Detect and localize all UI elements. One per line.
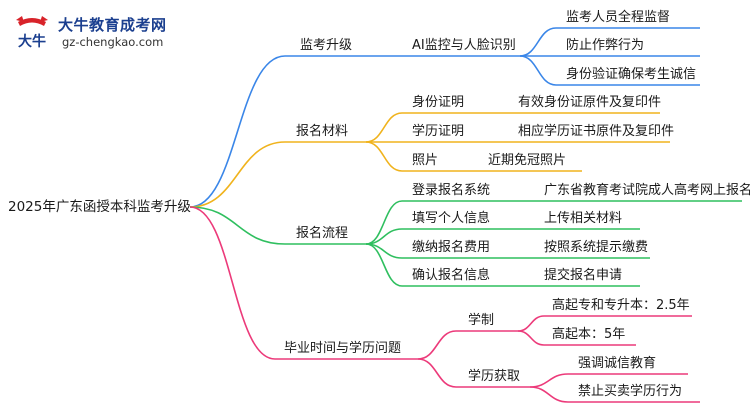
branch-3-sub-1-label: 登录报名系统 [412,183,491,198]
branch-2-sub-2-label: 学历证明 [412,124,465,139]
branch-3-sub-1-link [365,200,403,245]
root-node-label: 2025年广东函授本科监考升级 [8,199,191,215]
branch-1-leaf-1-link [519,27,557,57]
branch-4-leaf-1-label: 高起专和专升本：2.5年 [552,298,690,313]
logo-mark-icon: 大牛 [16,16,48,50]
branch-4-leaf-3-label: 强调诚信教育 [578,356,657,371]
branch-2-label: 报名材料 [296,124,349,139]
branch-1-leaf-3-link [519,55,557,86]
branch-3-sub-2-label: 填写个人信息 [412,211,491,226]
branch-4-leaf-4-link [529,386,569,403]
branch-1-leaf-2-label: 防止作弊行为 [566,38,645,53]
branch-1-sub-1-label: AI监控与人脸识别 [412,38,516,53]
branch-4-sub-2-link [417,358,457,388]
branch-1-leaf-1-label: 监考人员全程监督 [566,10,671,25]
branch-3-link [189,206,286,245]
branch-4-sub-1-link [417,330,457,360]
branch-4-leaf-1-link [517,315,545,332]
branch-1-label: 监考升级 [300,38,353,53]
branch-2-link [189,141,286,208]
logo-url: gz-chengkao.com [62,35,164,49]
branch-2-sub-1-label: 身份证明 [412,95,465,110]
branch-4-leaf-4-label: 禁止买卖学历行为 [578,384,683,399]
branch-4-link [189,206,276,360]
branch-4-leaf-3-link [529,373,569,388]
branch-3-leaf-3-label: 按照系统提示缴费 [544,240,649,255]
branch-1-leaf-3-label: 身份验证确保考生诚信 [566,67,697,82]
branch-2-sub-3-label: 照片 [412,153,439,168]
site-logo[interactable]: 大牛 大牛教育成考网 gz-chengkao.com [8,10,178,56]
branch-4-sub-1-label: 学制 [468,313,495,328]
branch-2-leaf-3-label: 近期免冠照片 [488,153,567,168]
branch-2-sub-3-link [365,141,403,172]
branch-3-sub-3-label: 缴纳报名费用 [412,240,491,255]
branch-4-sub-2-label: 学历获取 [468,369,521,384]
branch-4-label: 毕业时间与学历问题 [284,341,402,356]
branch-3-leaf-4-label: 提交报名申请 [544,268,623,283]
branch-3-sub-4-link [365,243,403,287]
branch-2-sub-1-link [365,112,403,143]
branch-2-leaf-2-label: 相应学历证书原件及复印件 [518,124,675,139]
logo-mark-text: 大牛 [18,33,46,50]
branch-3-leaf-2-label: 上传相关材料 [544,211,623,226]
branch-3-sub-4-label: 确认报名信息 [412,268,491,283]
branch-3-label: 报名流程 [296,226,349,241]
branch-2-leaf-1-label: 有效身份证原件及复印件 [518,95,662,110]
branch-1-link [189,55,286,208]
branch-4-leaf-2-label: 高起本：5年 [552,327,626,342]
branch-3-leaf-1-label: 广东省教育考试院成人高考网上报名 [544,183,750,198]
logo-title: 大牛教育成考网 [58,16,167,34]
branch-4-leaf-2-link [517,330,545,346]
